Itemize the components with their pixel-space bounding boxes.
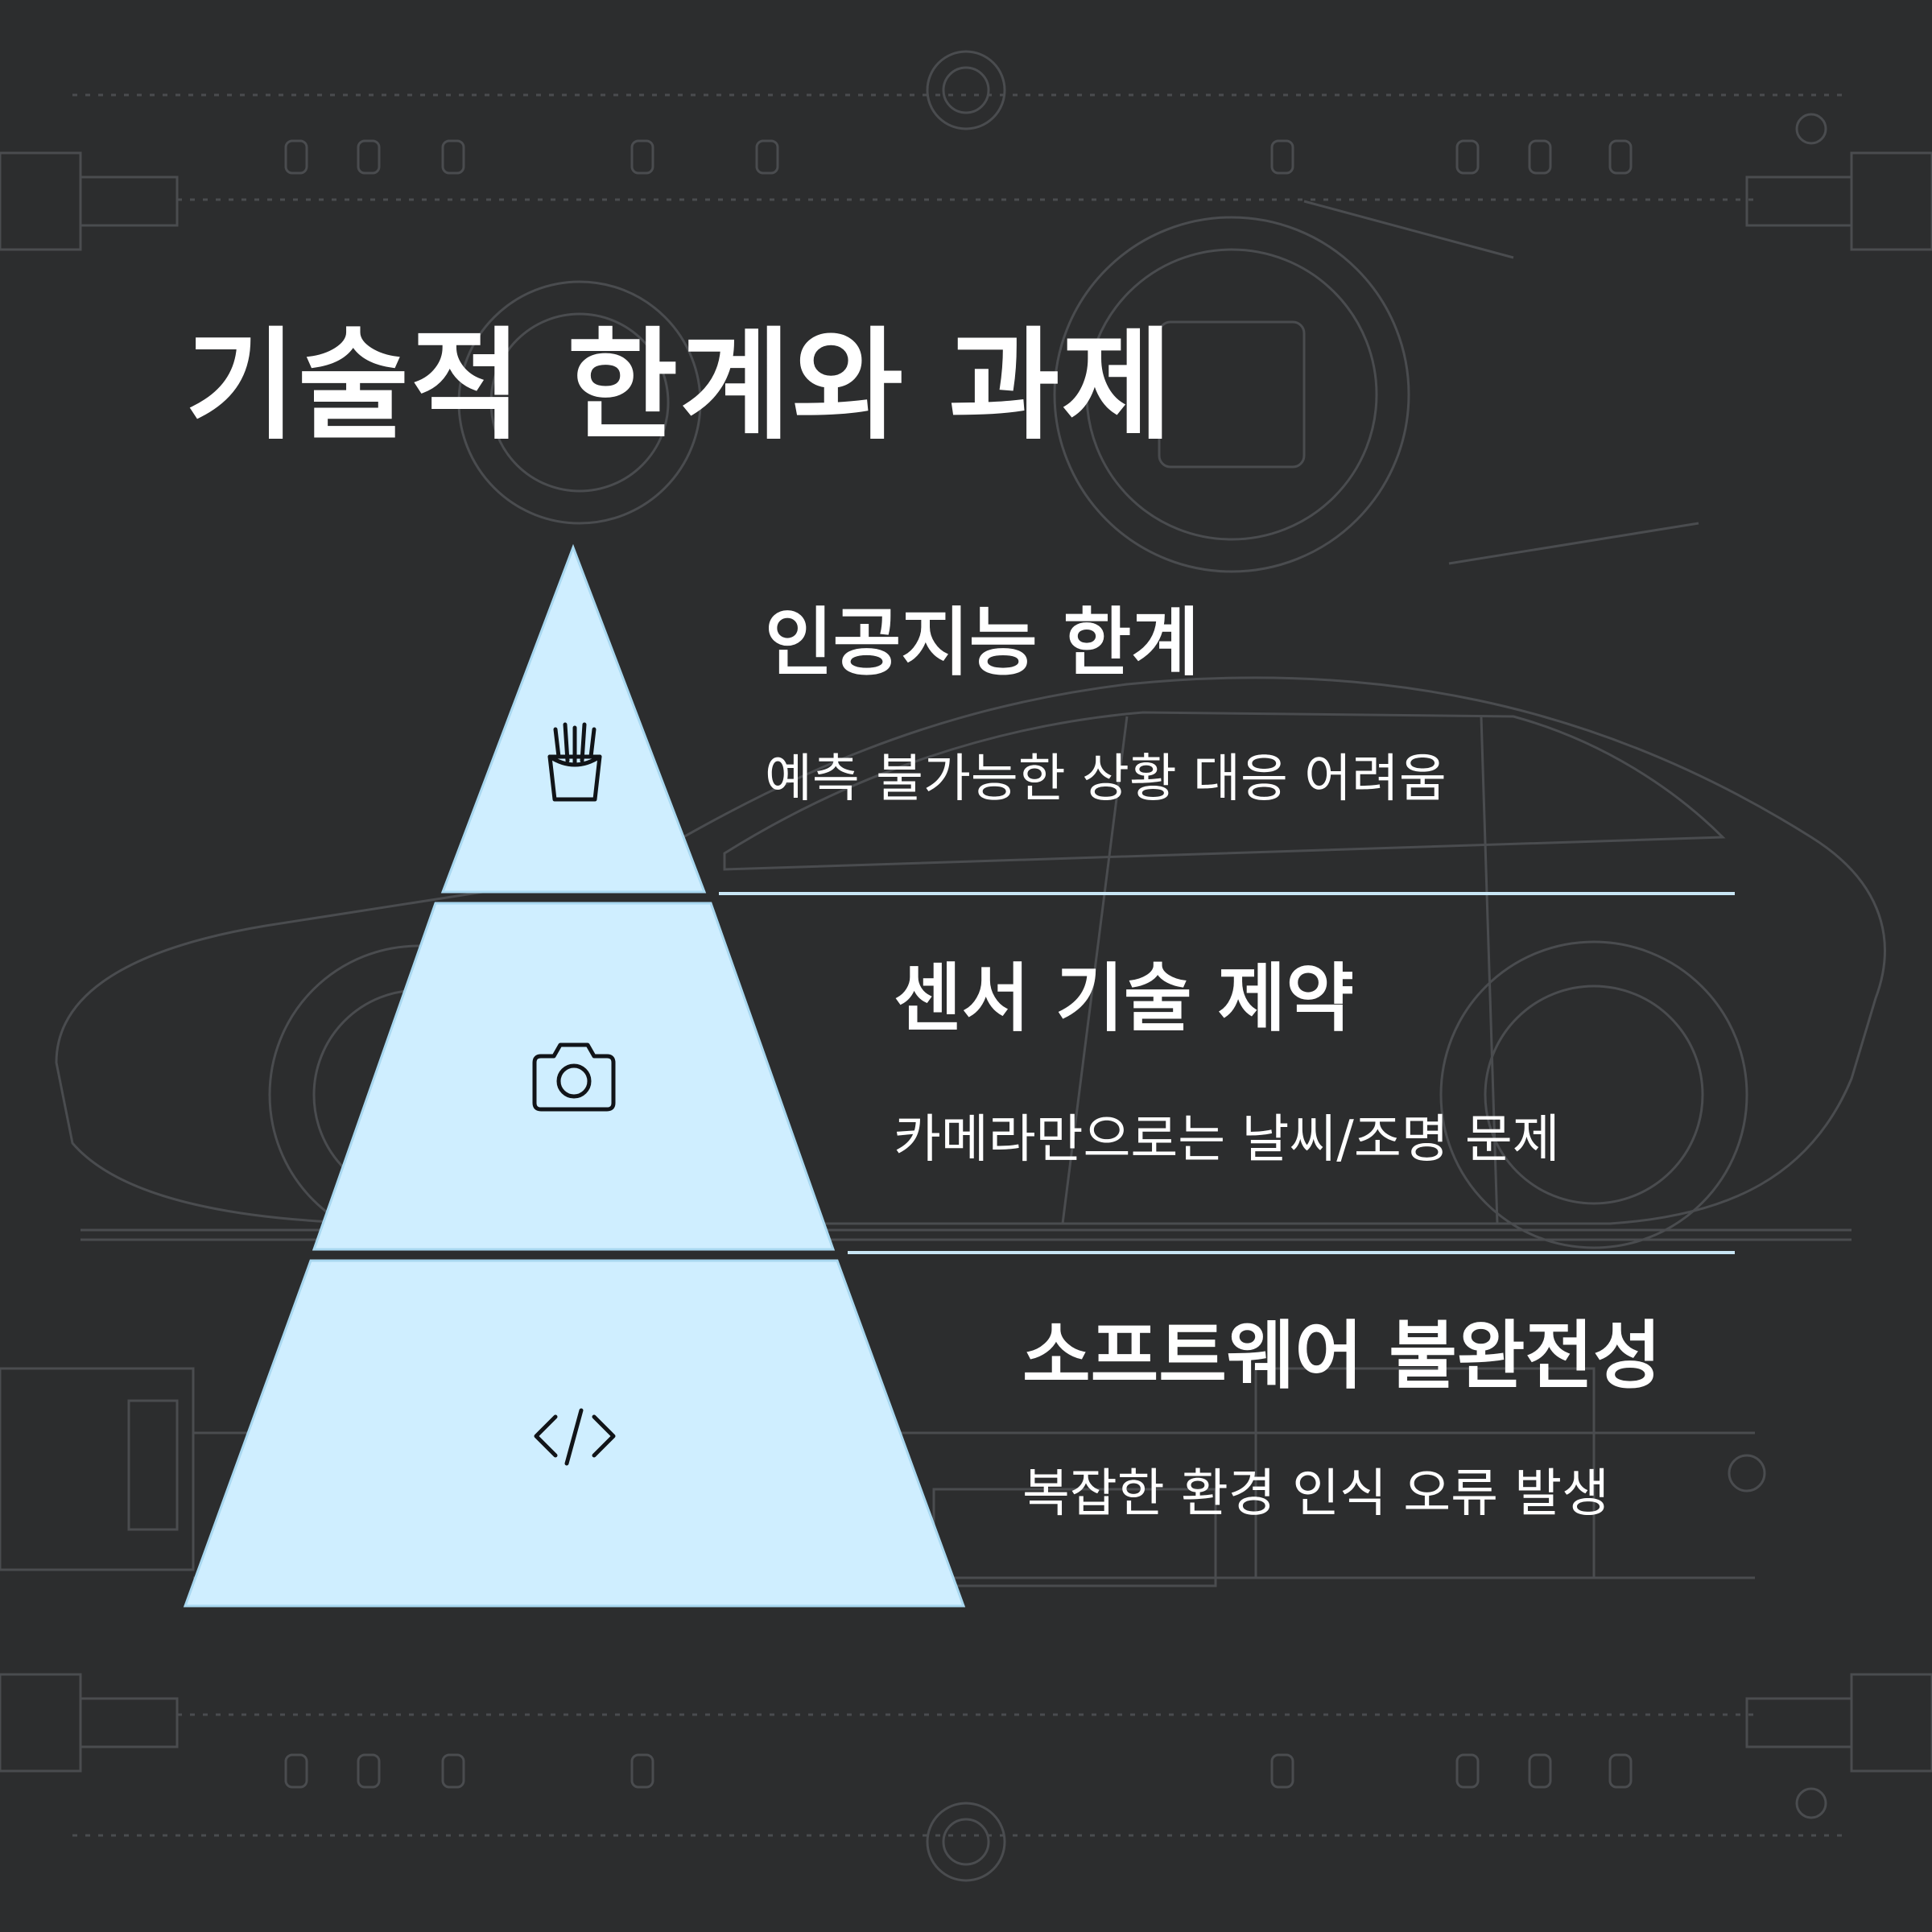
camera-icon bbox=[532, 1042, 616, 1112]
french-fries-icon bbox=[547, 722, 602, 802]
tier-desc-ai-limits: 예측 불가능한 상황 대응 어려움 bbox=[765, 749, 1447, 809]
page-title: 기술적 한계와 과제 bbox=[185, 316, 1174, 456]
tier-title-software-incompleteness: 소프트웨어 불완전성 bbox=[1022, 1313, 1662, 1399]
tier-title-sensor-limits: 센서 기술 제약 bbox=[894, 956, 1354, 1042]
pyramid-tier-middle bbox=[312, 902, 836, 1251]
tier-desc-sensor-limits: 카메라만으로는 날씨/조명 문제 bbox=[894, 1110, 1560, 1170]
tier-title-ai-limits: 인공지능 한계 bbox=[765, 600, 1199, 686]
tier-desc-software-incompleteness: 복잡한 환경 인식 오류 발생 bbox=[1022, 1464, 1610, 1524]
pyramid-tier-top bbox=[440, 543, 707, 894]
code-icon bbox=[534, 1408, 616, 1466]
